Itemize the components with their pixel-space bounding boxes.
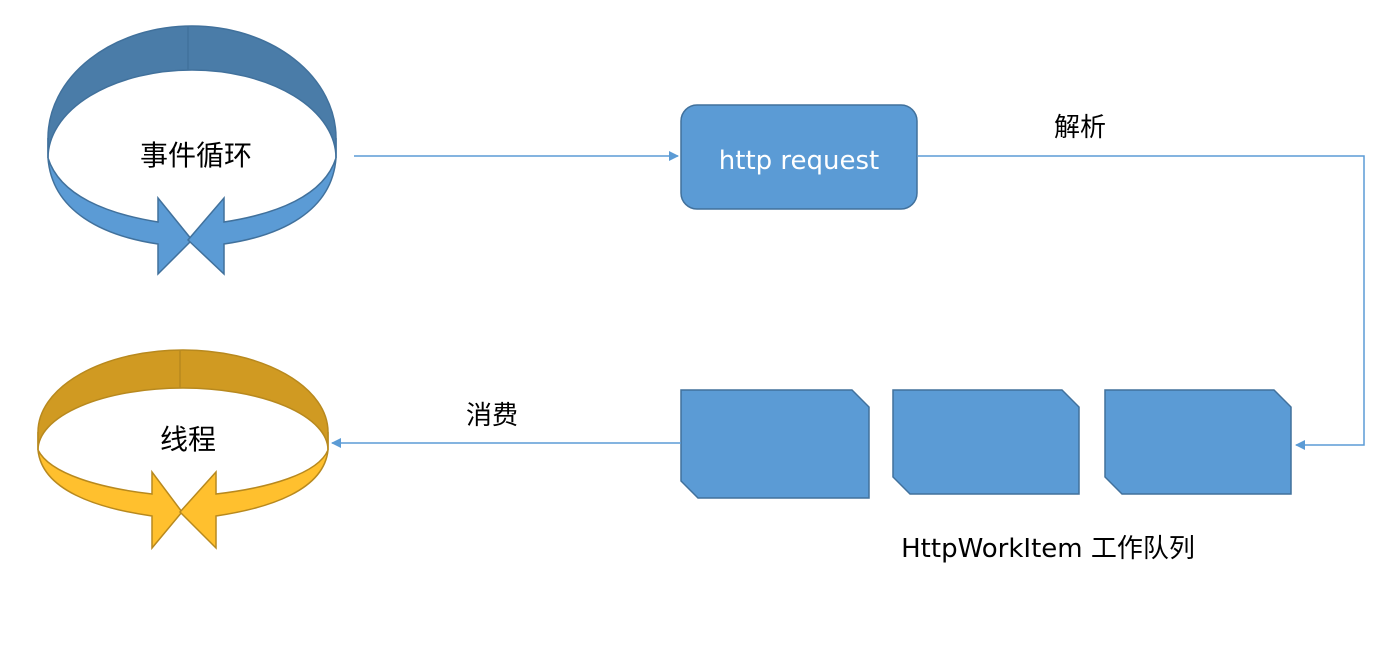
thread-arrow-left [37, 432, 183, 551]
http-request-box [680, 104, 918, 210]
http-request-label: http request [719, 146, 879, 176]
edge-parse-label: 解析 [1054, 113, 1106, 143]
edge-request-to-queue [917, 155, 1365, 450]
thread-label: 线程 [160, 423, 216, 456]
event-loop-label: 事件循环 [140, 139, 252, 172]
queue-item [1104, 389, 1292, 495]
event-loop-node: 事件循环 [47, 25, 337, 276]
edge-consume-label: 消费 [466, 401, 518, 431]
thread-arrow-right [178, 432, 329, 550]
thread-node: 线程 [37, 349, 329, 551]
queue-item [892, 389, 1080, 495]
queue-label: HttpWorkItem 工作队列 [901, 534, 1195, 564]
http-request-node: http request [680, 104, 918, 210]
work-queue: HttpWorkItem 工作队列 [680, 389, 1292, 564]
queue-item [680, 389, 870, 499]
event-loop-arrow-left [47, 138, 194, 276]
event-loop-arrow-right [186, 138, 337, 276]
